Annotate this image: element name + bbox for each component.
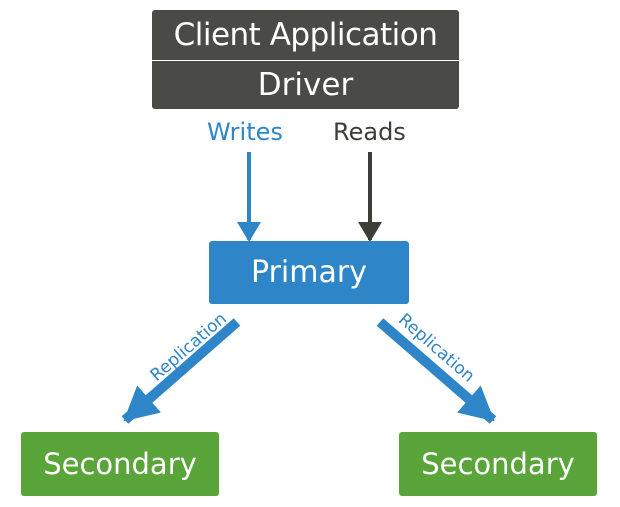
driver-label: Driver [257,67,354,103]
reads-label: Reads [333,118,406,146]
primary-box: Primary [209,241,409,304]
replication-left-arrow [121,318,241,424]
primary-label: Primary [251,255,367,290]
writes-label: Writes [207,118,283,146]
secondary-label-right: Secondary [421,447,575,481]
client-application-box: Client Application [152,10,459,60]
secondary-label-left: Secondary [43,447,197,481]
replication-right-arrow [376,318,497,424]
client-application-label: Client Application [173,17,438,53]
secondary-box-right: Secondary [399,432,597,496]
secondary-box-left: Secondary [21,432,219,496]
driver-box: Driver [152,61,459,109]
replication-left-label: Replication [147,309,231,386]
